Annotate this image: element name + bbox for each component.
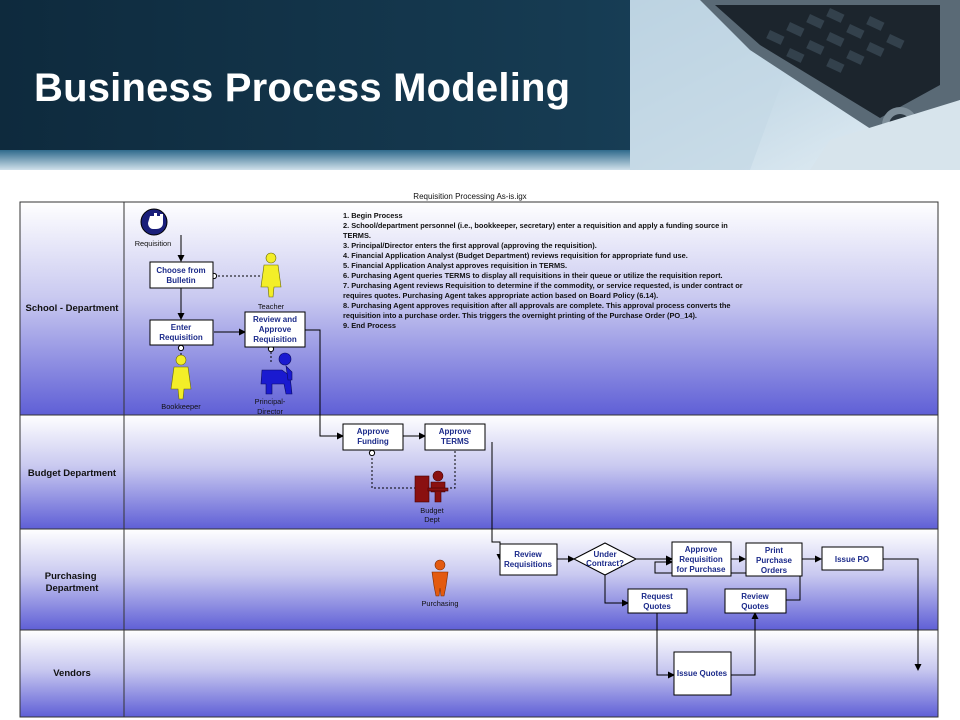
lane-label-purchasing-line: Purchasing — [45, 571, 97, 582]
box-text: for Purchase — [677, 565, 726, 574]
box-text: Print — [765, 546, 784, 555]
bookkeeper-label: Bookkeeper — [161, 402, 201, 411]
teacher-label: Teacher — [258, 302, 285, 311]
decision-under-contract: Under Contract? — [572, 542, 638, 576]
box-text: Approve — [357, 427, 390, 436]
note-line: 5. Financial Application Analyst approve… — [343, 261, 567, 270]
budget-label: Budget — [420, 506, 443, 515]
box-text: Requisition — [159, 333, 203, 342]
note-line: 3. Principal/Director enters the first a… — [343, 241, 597, 250]
note-line: 4. Financial Application Analyst (Budget… — [343, 251, 688, 260]
lane-label-purchasing: Purchasing Department — [45, 571, 99, 594]
box-review-quotes: Review Quotes — [724, 588, 787, 614]
lane-label-vendors: Vendors — [53, 668, 91, 679]
note-line: 2. School/department personnel (i.e., bo… — [343, 221, 728, 230]
note-line: requisition into a purchase order. This … — [343, 311, 697, 320]
purchasing-label: Purchasing — [422, 599, 459, 608]
note-line: 7. Purchasing Agent reviews Requisition … — [343, 281, 743, 290]
box-text: Requisition — [679, 555, 723, 564]
bookkeeper-figure-icon — [170, 354, 192, 400]
box-text: Requisition — [253, 335, 297, 344]
lane-label-school: School - Department — [26, 303, 120, 314]
note-line: 8. Purchasing Agent approves requisition… — [343, 301, 730, 310]
box-review-approve-requisition: Review and Approve Requisition — [244, 311, 306, 348]
note-line: 6. Purchasing Agent queries TERMS to dis… — [343, 271, 723, 280]
principal-label: Principal- — [255, 397, 286, 406]
box-text: Choose from — [156, 266, 205, 275]
box-approve-terms: Approve TERMS — [424, 423, 486, 451]
lane-label-purchasing-line: Department — [46, 583, 100, 594]
box-text: Orders — [761, 566, 788, 575]
laptop-image — [630, 0, 960, 170]
box-text: Approve — [439, 427, 472, 436]
box-text: Issue Quotes — [677, 669, 728, 678]
purchasing-figure-icon — [431, 559, 449, 597]
budget-figure-icon — [414, 470, 449, 503]
slide-title: Business Process Modeling — [34, 66, 571, 110]
note-line: TERMS. — [343, 231, 371, 240]
lane-vendors — [19, 629, 939, 718]
box-review-requisitions: Review Requisitions — [499, 543, 558, 576]
box-text: Approve — [259, 325, 292, 334]
box-text: Funding — [357, 437, 389, 446]
budget-label: Dept — [424, 515, 440, 524]
teacher-figure-icon — [260, 252, 282, 298]
principal-label: Director — [257, 407, 283, 416]
box-text: Review — [741, 592, 769, 601]
connectors — [177, 235, 922, 679]
diagram-title: Requisition Processing As-is.igx — [413, 192, 526, 201]
box-enter-requisition: Enter Requisition — [149, 319, 214, 346]
box-text: Under — [593, 550, 616, 559]
start-label: Requisition — [135, 239, 172, 248]
box-text: Review — [514, 550, 542, 559]
principal-figure-icon — [260, 352, 293, 395]
box-choose-from-bulletin: Choose from Bulletin — [149, 261, 214, 289]
box-text: Quotes — [741, 602, 769, 611]
box-text: Purchase — [756, 556, 793, 565]
note-line: 1. Begin Process — [343, 211, 403, 220]
box-text: Requisitions — [504, 560, 553, 569]
lane-school — [19, 201, 939, 416]
box-text: Approve — [685, 545, 718, 554]
note-line: requires quotes. Purchasing Agent takes … — [343, 291, 658, 300]
box-text: Quotes — [643, 602, 671, 611]
hand-icon — [148, 213, 163, 229]
box-issue-po: Issue PO — [821, 546, 884, 571]
lane-label-budget: Budget Department — [28, 468, 117, 479]
start-node — [140, 208, 168, 236]
box-text: Issue PO — [835, 555, 869, 564]
box-text: Enter — [171, 323, 191, 332]
box-request-quotes: Request Quotes — [627, 588, 688, 614]
box-text: Request — [641, 592, 673, 601]
box-print-purchase-orders: Print Purchase Orders — [745, 542, 803, 577]
note-line: 9. End Process — [343, 321, 396, 330]
process-notes: 1. Begin Process 2. School/department pe… — [343, 211, 743, 330]
process-diagram: Requisition Processing As-is.igx School … — [0, 170, 940, 720]
box-text: TERMS — [441, 437, 470, 446]
box-text: Contract? — [586, 559, 624, 568]
box-approve-requisition-purchase: Approve Requisition for Purchase — [671, 541, 732, 577]
box-approve-funding: Approve Funding — [342, 423, 404, 451]
box-issue-quotes: Issue Quotes — [673, 651, 732, 696]
box-text: Review and — [253, 315, 297, 324]
box-text: Bulletin — [166, 276, 195, 285]
